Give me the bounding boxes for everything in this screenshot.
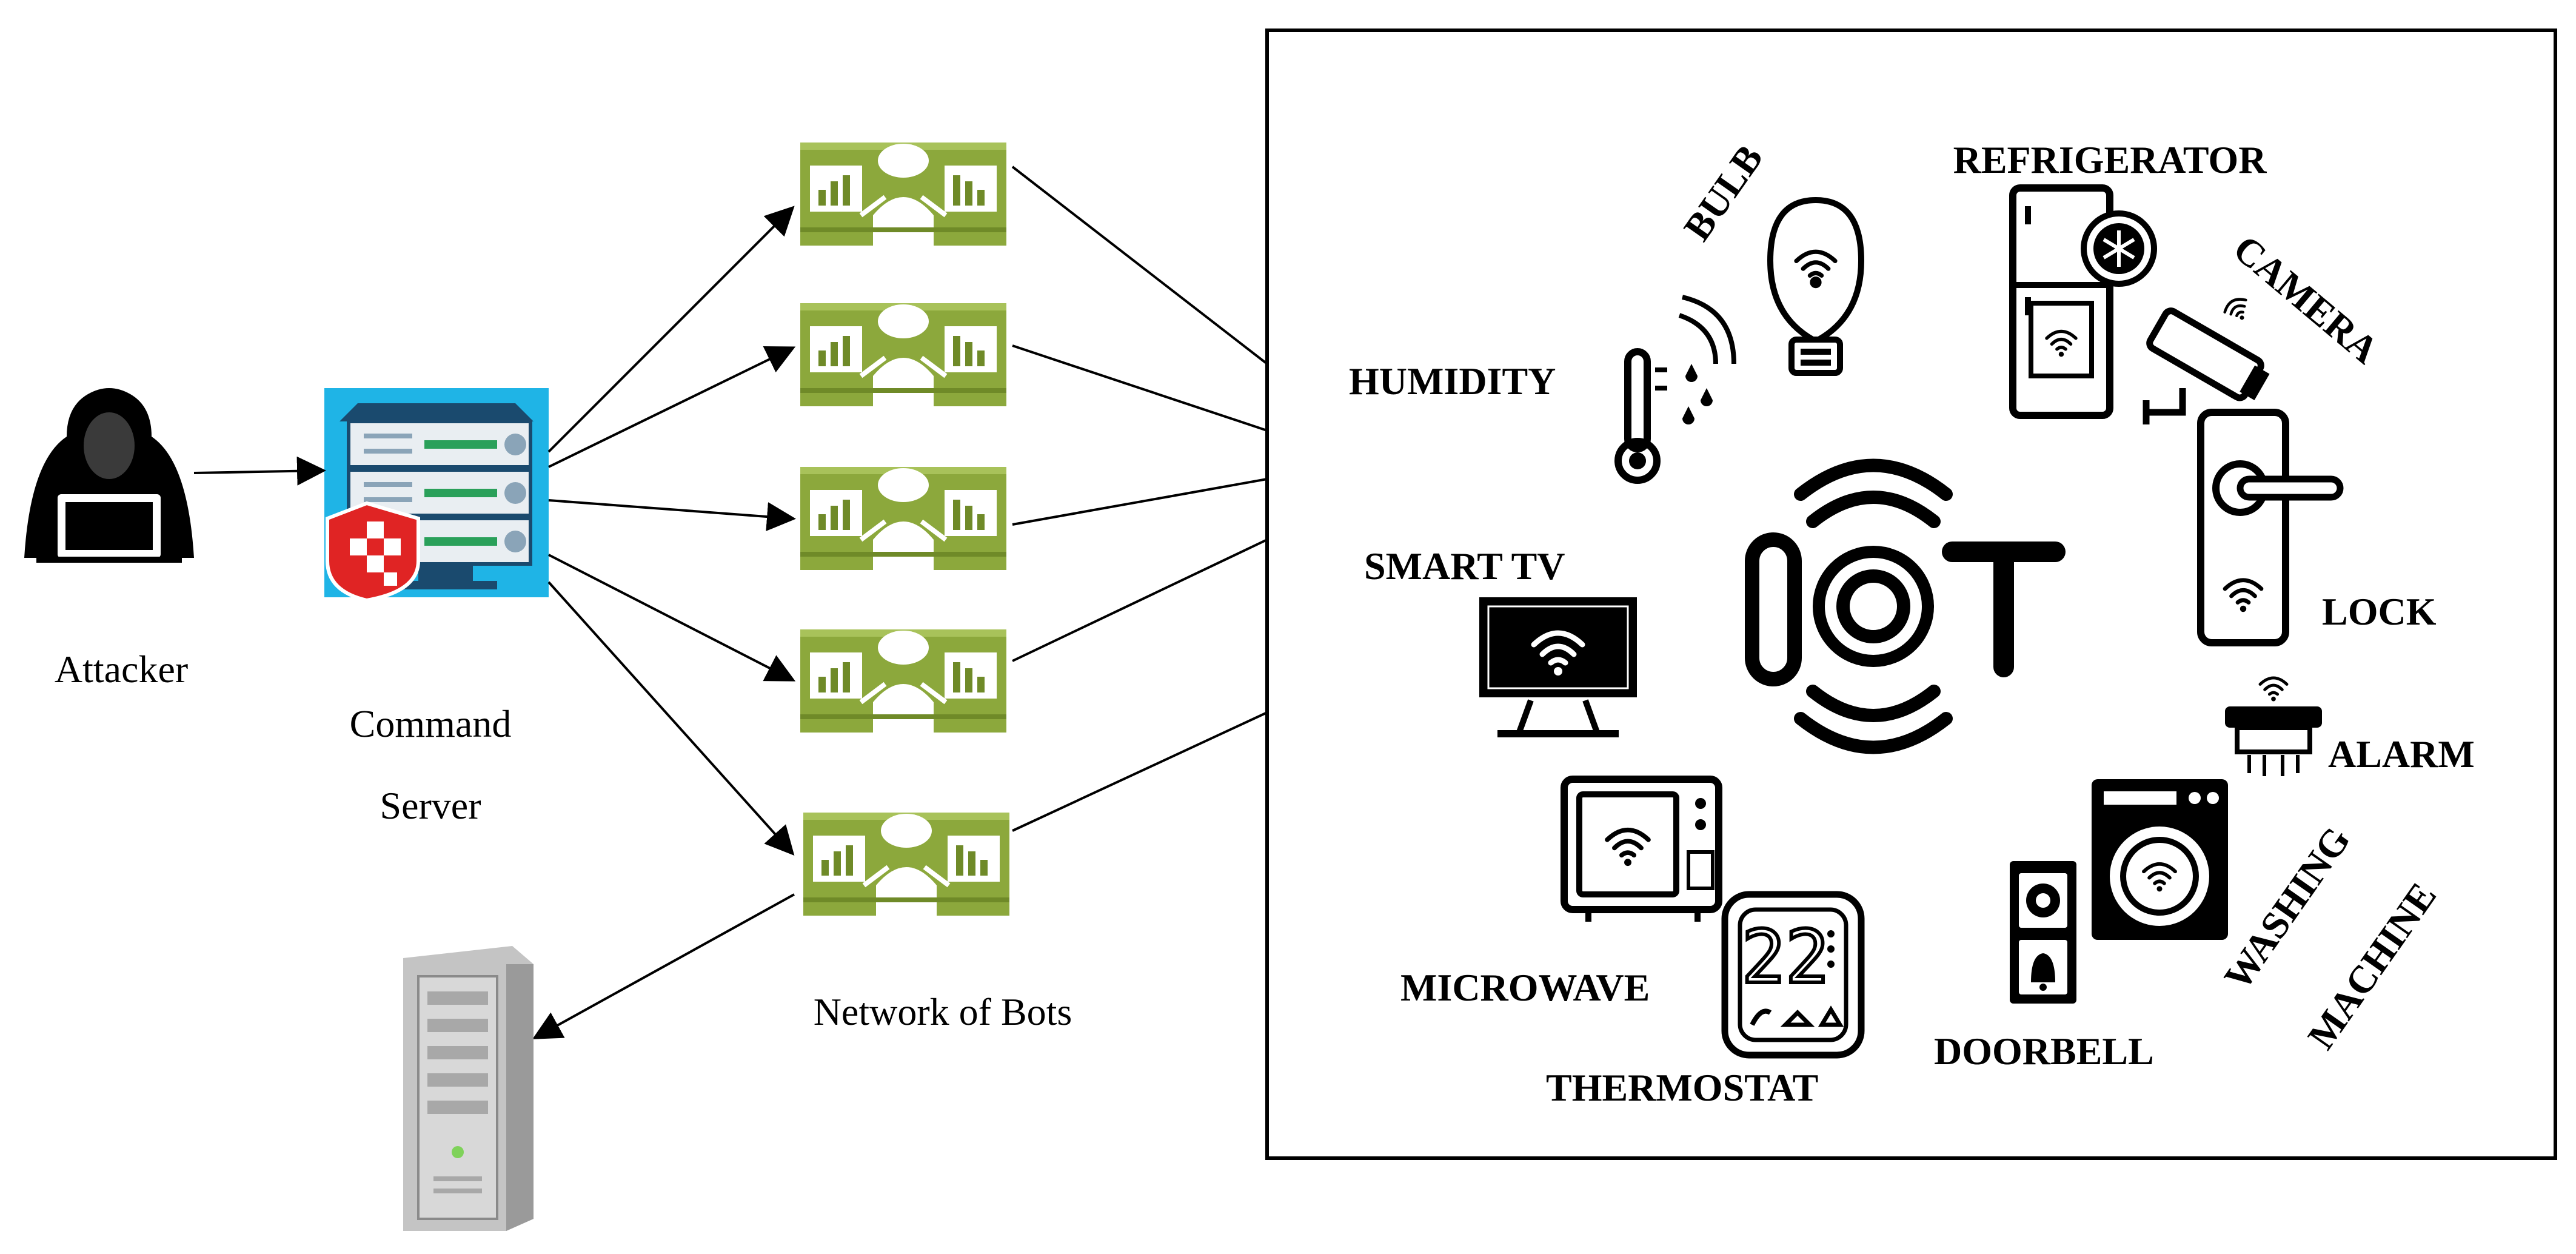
thermostat-label: THERMOSTAT (1546, 1066, 1818, 1109)
bot-icon (803, 813, 1009, 916)
microwave-icon (1561, 776, 1722, 922)
bot-icon (800, 467, 1006, 570)
doorbell-icon (2010, 861, 2076, 1004)
hacker-icon (24, 388, 194, 563)
arrows (193, 166, 1268, 1039)
network-of-bots-label: Network of Bots (814, 990, 1072, 1033)
humidity-icon (1614, 295, 1736, 484)
alarm-icon (2225, 678, 2322, 776)
command-server-label-line1: Command (350, 702, 512, 745)
attacker-label: Attacker (55, 648, 188, 691)
arrow-server-to-bot-5 (547, 581, 795, 856)
bot-icon (800, 303, 1006, 406)
shield-icon (326, 501, 420, 603)
arrow-server-to-bot-1 (547, 206, 795, 453)
smart-tv-label: SMART TV (1364, 545, 1565, 588)
thermostat-display: 22 (1742, 916, 1830, 1000)
command-server-label-line2: Server (380, 784, 481, 827)
bot-icon (800, 142, 1006, 246)
arrow-attacker-to-server (193, 456, 326, 486)
microwave-label: MICROWAVE (1400, 966, 1650, 1009)
washing-machine-icon (2092, 779, 2228, 940)
alarm-label: ALARM (2328, 733, 2475, 776)
link-bot-2-to-iot (1012, 344, 1268, 432)
arrow-server-to-bot-2 (548, 346, 796, 468)
iot-logo-icon (1745, 458, 2066, 754)
camera-icon (2143, 295, 2270, 424)
link-bot-3-to-iot (1012, 478, 1268, 526)
arrow-server-to-bot-3 (548, 499, 796, 531)
link-bot-4-to-iot (1012, 538, 1268, 662)
command-server-icon (324, 388, 549, 597)
link-bot-1-to-iot (1011, 166, 1268, 365)
bot-icon (800, 629, 1006, 733)
arrow-bot-to-victim-server (532, 893, 795, 1039)
refrigerator-icon (2009, 184, 2157, 419)
lock-icon (2197, 409, 2344, 646)
victim-server-icon (403, 946, 534, 1231)
thermostat-icon: 22 (1721, 891, 1865, 1059)
refrigerator-label: REFRIGERATOR (1953, 138, 2267, 181)
link-bot-5-to-iot (1012, 711, 1268, 832)
humidity-label: HUMIDITY (1349, 360, 1556, 403)
smart-tv-icon (1479, 597, 1637, 737)
doorbell-label: DOORBELL (1934, 1030, 2154, 1073)
bulb-icon (1767, 196, 1865, 376)
arrow-server-to-bot-4 (548, 554, 796, 682)
lock-label: LOCK (2322, 590, 2437, 633)
iot-devices-frame (1265, 29, 2557, 1160)
